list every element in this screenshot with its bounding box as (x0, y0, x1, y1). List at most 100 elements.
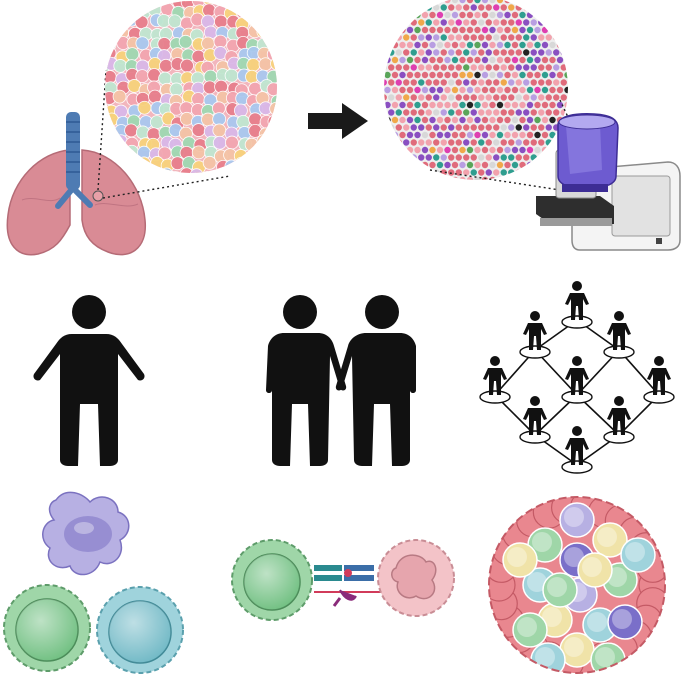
spatial-dot (560, 94, 567, 101)
spatial-dot (508, 64, 515, 71)
tissue-cell (258, 57, 273, 72)
spatial-dot (511, 11, 519, 19)
spatial-dot (534, 146, 541, 154)
spatial-dot (474, 86, 481, 94)
spatial-dot (425, 19, 432, 26)
spatial-dot (564, 56, 568, 64)
tissue-cell (212, 123, 227, 138)
spatial-dot (538, 64, 545, 71)
spatial-dot (568, 94, 574, 100)
spatial-dot (444, 116, 451, 124)
spatial-dot (515, 79, 522, 86)
spatial-dot (395, 109, 402, 116)
right-arrow-icon (308, 103, 368, 139)
immune-cells-icon (3, 491, 184, 674)
spatial-dot (496, 41, 504, 49)
spatial-dot (444, 86, 451, 94)
tissue-cell (191, 123, 206, 137)
spatial-dot (564, 86, 568, 94)
tme-cell (590, 642, 626, 673)
spatial-dot (470, 79, 477, 86)
tissue-cell (114, 134, 128, 149)
spatial-dot (459, 146, 466, 154)
spatial-dot (406, 116, 414, 124)
spatial-dot (466, 131, 474, 139)
spatial-dot (519, 71, 526, 79)
tissue-cell (224, 68, 239, 83)
spatial-dot (481, 86, 489, 94)
spatial-dot (508, 169, 515, 176)
spatial-dot (463, 154, 470, 161)
spatial-dot (496, 71, 504, 79)
spatial-dot (429, 131, 436, 139)
spatial-dot (388, 94, 395, 101)
spatial-dot (526, 56, 534, 64)
spatial-dot (421, 11, 429, 19)
spatial-dot (538, 19, 545, 26)
interaction-target-cell (377, 539, 455, 617)
spatial-dot (504, 56, 511, 64)
spatial-dot (391, 71, 399, 79)
spatial-dot (395, 79, 402, 86)
spatial-dot (414, 116, 421, 124)
tissue-cell (159, 58, 173, 73)
spatial-dot (541, 176, 549, 180)
spatial-dot (455, 79, 462, 86)
spatial-dot (489, 161, 496, 169)
tme-cell (530, 642, 566, 673)
spatial-dot (511, 101, 519, 109)
tissue-cell (247, 13, 262, 28)
spatial-dot (391, 176, 399, 180)
spatial-dot (500, 154, 507, 161)
spatial-dot (399, 71, 406, 79)
spatial-dot (515, 64, 522, 71)
tissue-cell (112, 89, 127, 104)
network-person (603, 311, 635, 359)
spatial-dot (410, 79, 417, 86)
spatial-dot (421, 71, 429, 79)
spatial-dot (403, 154, 410, 161)
tumor-spot (92, 190, 104, 202)
spatial-dot (523, 34, 530, 41)
spatial-dot (530, 64, 537, 71)
spatial-dot (541, 101, 549, 109)
spatial-dot (485, 4, 492, 11)
spatial-dot (530, 34, 537, 41)
spatial-dot (560, 109, 567, 116)
spatial-dot (451, 146, 459, 154)
spatial-dot (470, 139, 477, 146)
spatial-dot (523, 4, 530, 11)
spatial-dot (444, 101, 451, 109)
spatial-dot (406, 176, 414, 180)
spatial-dot (463, 49, 470, 56)
spatial-dot (463, 34, 470, 41)
spatial-dot (384, 154, 387, 161)
tissue-cell (115, 147, 130, 162)
spatial-dot (474, 11, 481, 19)
spatial-dot (436, 146, 444, 154)
spatial-dot (421, 56, 429, 64)
spatial-dot (541, 11, 549, 19)
t-cell (3, 584, 91, 672)
spatial-dot (481, 131, 489, 139)
spatial-dot (448, 169, 455, 176)
spatial-dot (526, 86, 534, 94)
spatial-dot (560, 64, 567, 71)
spatial-dot (421, 116, 429, 124)
spatial-dot (545, 124, 552, 131)
spatial-dot (425, 49, 432, 56)
spatial-dot (414, 26, 421, 34)
spatial-dot (541, 0, 549, 4)
spatial-dot (444, 176, 451, 180)
spatial-dot (384, 109, 387, 116)
spatial-dot (425, 4, 432, 11)
spatial-dot (481, 116, 489, 124)
spatial-dot (523, 79, 530, 86)
tissue-cell (260, 169, 275, 173)
spatial-dot (395, 49, 402, 56)
network-person (643, 356, 675, 404)
spatial-dot (489, 101, 496, 109)
spatial-dot (425, 124, 432, 131)
spatial-dot (508, 139, 515, 146)
spatial-dot (466, 176, 474, 180)
